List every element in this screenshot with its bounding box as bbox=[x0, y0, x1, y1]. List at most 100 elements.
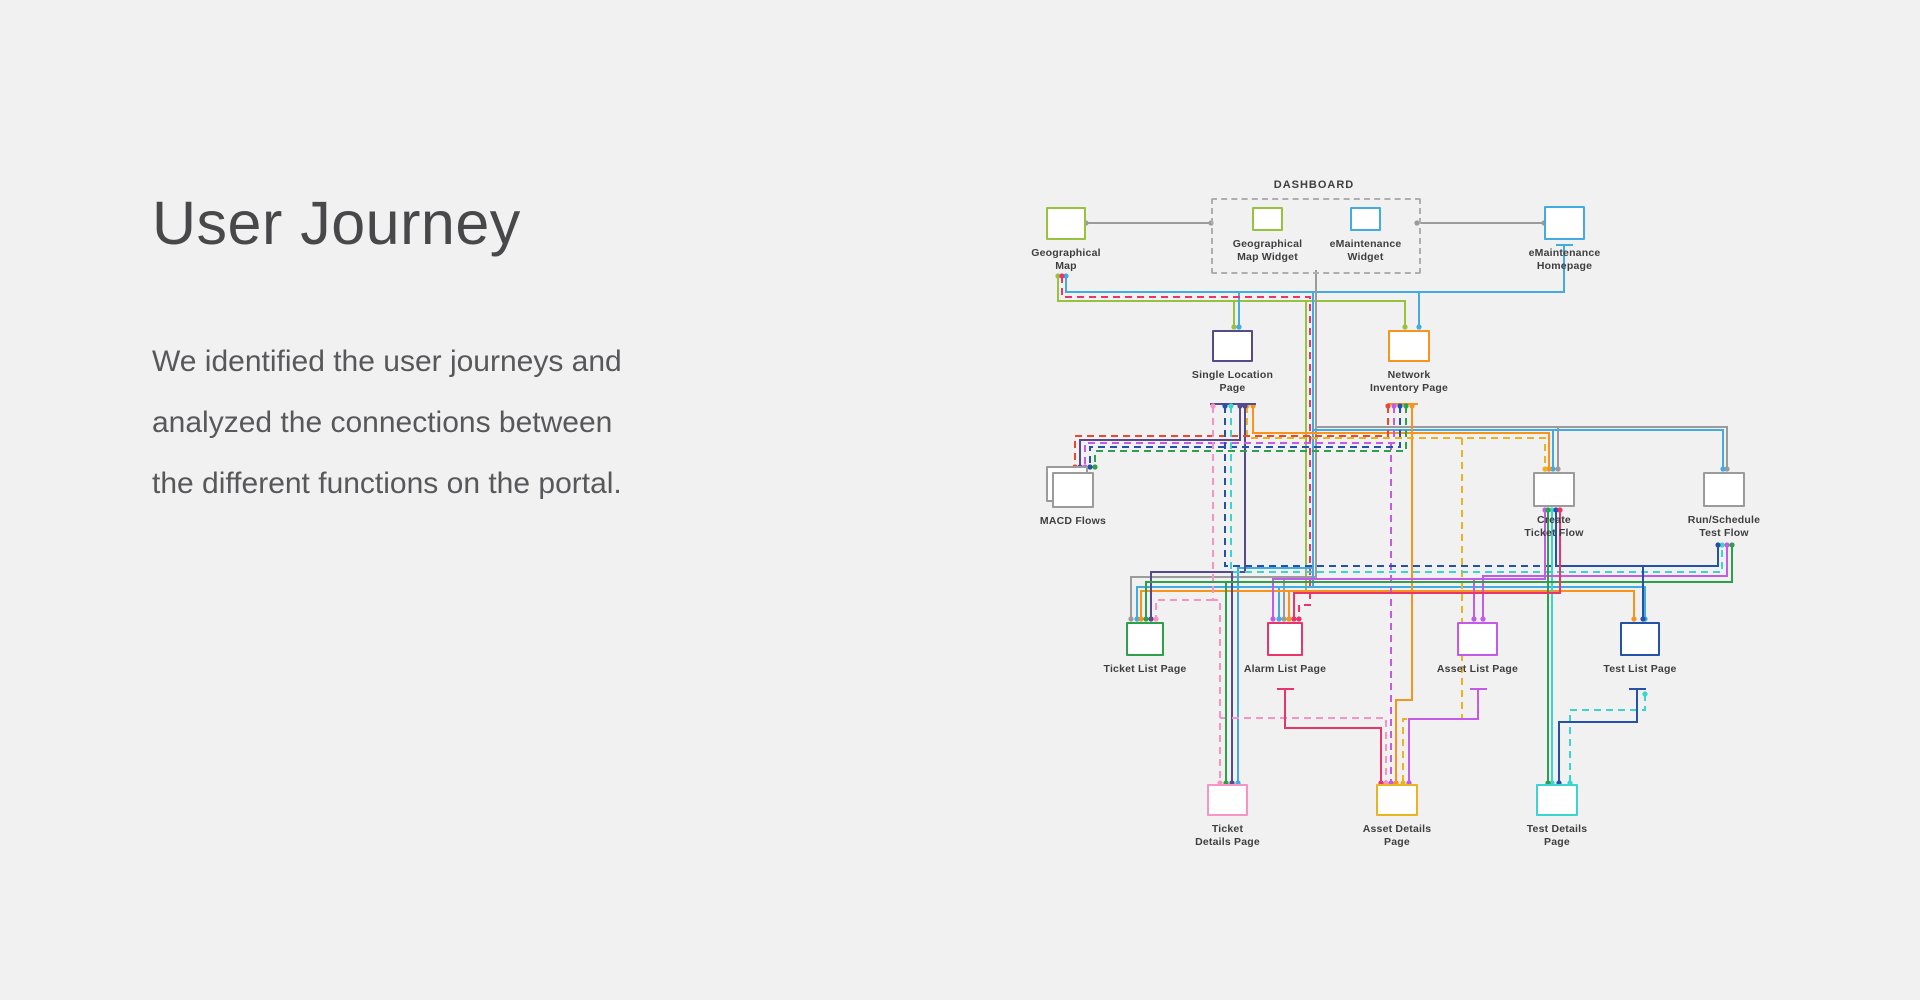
connection-line bbox=[1155, 599, 1213, 619]
connection-line bbox=[1412, 590, 1635, 619]
node-label: Asset List Page bbox=[1436, 663, 1519, 675]
connection-line bbox=[1642, 545, 1719, 619]
connection-line bbox=[1555, 510, 1643, 567]
connection-endpoint-dot bbox=[1642, 691, 1648, 697]
connection-endpoint-dot bbox=[1391, 403, 1397, 409]
connection-line bbox=[1079, 406, 1241, 467]
node-label: Create Ticket Flow bbox=[1524, 514, 1584, 539]
connection-line bbox=[1408, 690, 1479, 783]
connection-endpoint-dot bbox=[1055, 273, 1061, 279]
connection-endpoint-dot bbox=[1296, 616, 1302, 622]
connection-endpoint-dot bbox=[1403, 403, 1409, 409]
dashboard-group-label: DASHBOARD bbox=[1273, 179, 1355, 191]
connection-line bbox=[1084, 406, 1395, 467]
connection-endpoint-dot bbox=[1471, 616, 1477, 622]
node-box bbox=[1207, 784, 1248, 816]
connection-endpoint-dot bbox=[1397, 403, 1403, 409]
connection-endpoint-dot bbox=[1228, 403, 1234, 409]
connection-endpoint-dot bbox=[1402, 324, 1408, 330]
node-box bbox=[1536, 784, 1578, 816]
node-box bbox=[1350, 207, 1381, 231]
connection-endpoint-dot bbox=[1553, 507, 1559, 513]
node-label: Alarm List Page bbox=[1243, 663, 1327, 675]
node-box bbox=[1376, 784, 1418, 816]
connection-endpoint-dot bbox=[1153, 616, 1159, 622]
connection-line bbox=[1293, 510, 1561, 619]
node-label: Asset Details Page bbox=[1362, 823, 1432, 848]
connection-endpoint-dot bbox=[1222, 403, 1228, 409]
connection-endpoint-dot bbox=[1231, 324, 1237, 330]
connection-endpoint-dot bbox=[1729, 542, 1735, 548]
node-label: Ticket Details Page bbox=[1195, 823, 1260, 848]
node-box bbox=[1388, 330, 1430, 362]
connection-endpoint-dot bbox=[1143, 616, 1149, 622]
intro-paragraph: We identified the user journeys and anal… bbox=[152, 345, 622, 501]
connection-endpoint-dot bbox=[1092, 464, 1098, 470]
connection-endpoint-dot bbox=[1148, 616, 1154, 622]
connection-line bbox=[1246, 406, 1546, 469]
connection-endpoint-dot bbox=[1286, 616, 1292, 622]
node-label: Geographical Map Widget bbox=[1232, 238, 1303, 263]
connection-endpoint-dot bbox=[1480, 616, 1486, 622]
node-box bbox=[1126, 622, 1164, 656]
connection-line bbox=[1145, 545, 1733, 619]
connection-endpoint-dot bbox=[1236, 324, 1242, 330]
connection-endpoint-dot bbox=[1557, 507, 1563, 513]
node-box bbox=[1267, 622, 1303, 656]
connection-line bbox=[1395, 591, 1413, 783]
page-title: User Journey bbox=[152, 189, 521, 257]
node-box bbox=[1046, 207, 1086, 240]
connection-endpoint-dot bbox=[1210, 403, 1216, 409]
connection-line bbox=[1220, 717, 1387, 783]
connection-endpoint-dot bbox=[1545, 507, 1551, 513]
connection-line bbox=[1313, 586, 1646, 619]
connection-endpoint-dot bbox=[1640, 616, 1646, 622]
connection-endpoint-dot bbox=[1549, 507, 1555, 513]
connection-endpoint-dot bbox=[1724, 542, 1730, 548]
connection-line bbox=[1315, 270, 1728, 469]
connection-line bbox=[1473, 510, 1546, 619]
connection-endpoint-dot bbox=[1063, 273, 1069, 279]
node-box bbox=[1457, 622, 1498, 656]
connection-line bbox=[1150, 406, 1246, 619]
connection-line bbox=[1230, 406, 1723, 573]
node-label: Test List Page bbox=[1603, 663, 1677, 675]
node-label: Single Location Page bbox=[1191, 369, 1274, 394]
connection-endpoint-dot bbox=[1281, 616, 1287, 622]
connection-endpoint-dot bbox=[1291, 616, 1297, 622]
node-label: eMaintenance Widget bbox=[1329, 238, 1402, 263]
node-box bbox=[1052, 472, 1094, 508]
connection-line bbox=[1224, 406, 1556, 567]
node-box bbox=[1252, 207, 1283, 231]
dashboard-group bbox=[1211, 198, 1421, 274]
node-box bbox=[1703, 472, 1745, 507]
connection-line bbox=[1089, 406, 1401, 467]
connection-endpoint-dot bbox=[1087, 464, 1093, 470]
node-label: Network Inventory Page bbox=[1369, 369, 1449, 394]
connection-line bbox=[1482, 545, 1728, 619]
connection-endpoint-dot bbox=[1719, 542, 1725, 548]
node-label: MACD Flows bbox=[1039, 515, 1107, 527]
node-label: Test Details Page bbox=[1526, 823, 1588, 848]
connection-line bbox=[1558, 690, 1638, 783]
connection-endpoint-dot bbox=[1276, 616, 1282, 622]
connection-endpoint-dot bbox=[1128, 616, 1134, 622]
connection-endpoint-dot bbox=[1416, 324, 1422, 330]
connection-endpoint-dot bbox=[1134, 616, 1140, 622]
node-label: eMaintenance Homepage bbox=[1528, 247, 1601, 272]
connection-endpoint-dot bbox=[1631, 616, 1637, 622]
connection-line bbox=[1140, 406, 1413, 619]
node-box bbox=[1212, 330, 1253, 362]
connection-endpoint-dot bbox=[1414, 220, 1420, 226]
connection-endpoint-dot bbox=[1724, 466, 1730, 472]
connection-endpoint-dot bbox=[1550, 466, 1556, 472]
node-box bbox=[1544, 206, 1585, 240]
left-panel: User Journey We identified the user jour… bbox=[152, 189, 712, 514]
node-box bbox=[1620, 622, 1660, 656]
connection-endpoint-dot bbox=[1555, 466, 1561, 472]
connection-endpoint-dot bbox=[1720, 466, 1726, 472]
connection-line bbox=[1094, 406, 1407, 467]
node-label: Run/Schedule Test Flow bbox=[1687, 514, 1761, 539]
